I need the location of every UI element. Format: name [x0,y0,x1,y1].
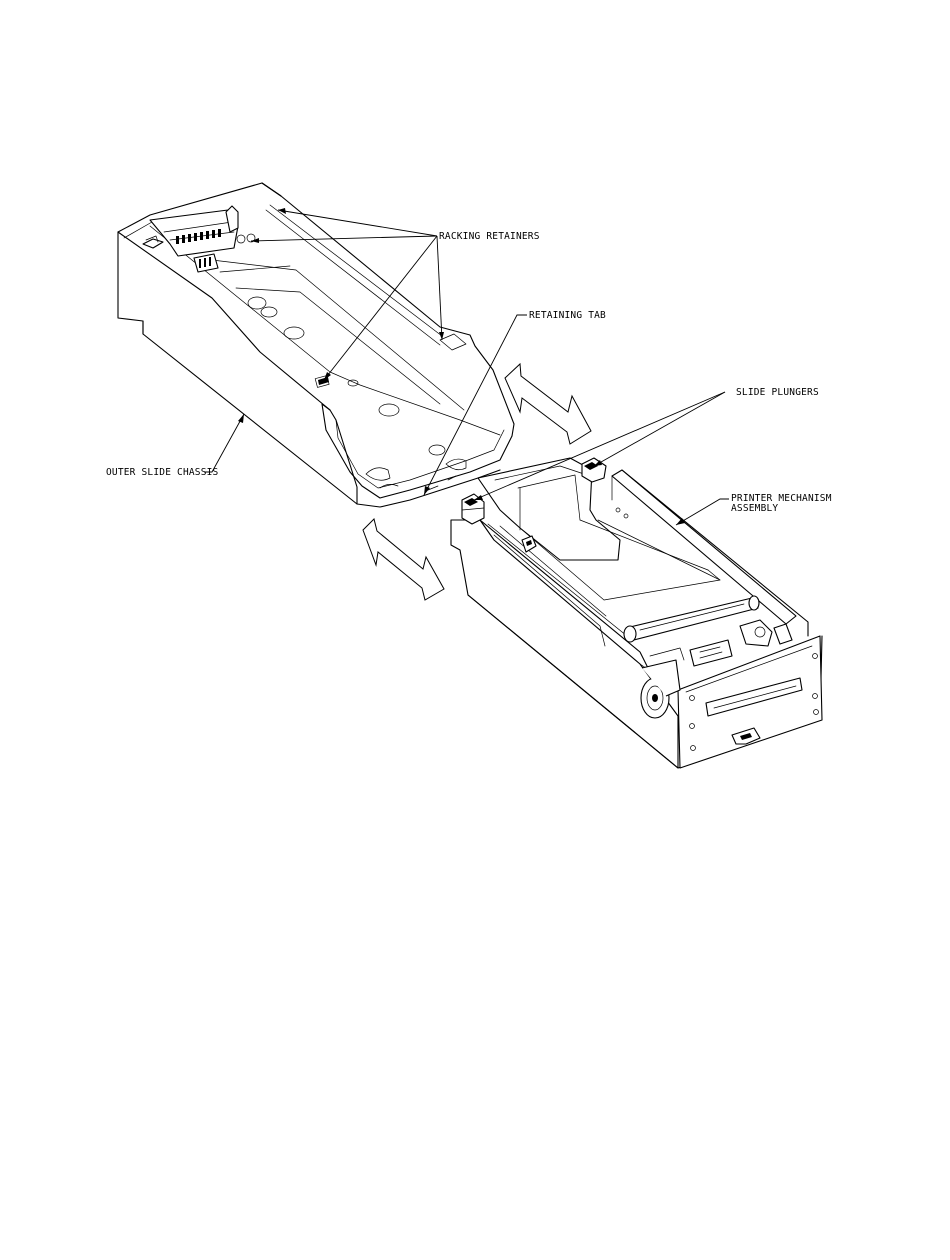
label-printer-mechanism-line2: ASSEMBLY [731,503,778,514]
label-outer-slide-chassis: OUTER SLIDE CHASSIS [106,467,219,478]
slide-direction-arrow-lower [363,519,444,600]
leader-lines [204,208,729,525]
label-retaining-tab: RETAINING TAB [529,310,606,321]
label-slide-plungers: SLIDE PLUNGERS [736,387,819,398]
slide-direction-arrow-upper [505,364,591,444]
label-racking-retainers: RACKING RETAINERS [439,231,540,242]
